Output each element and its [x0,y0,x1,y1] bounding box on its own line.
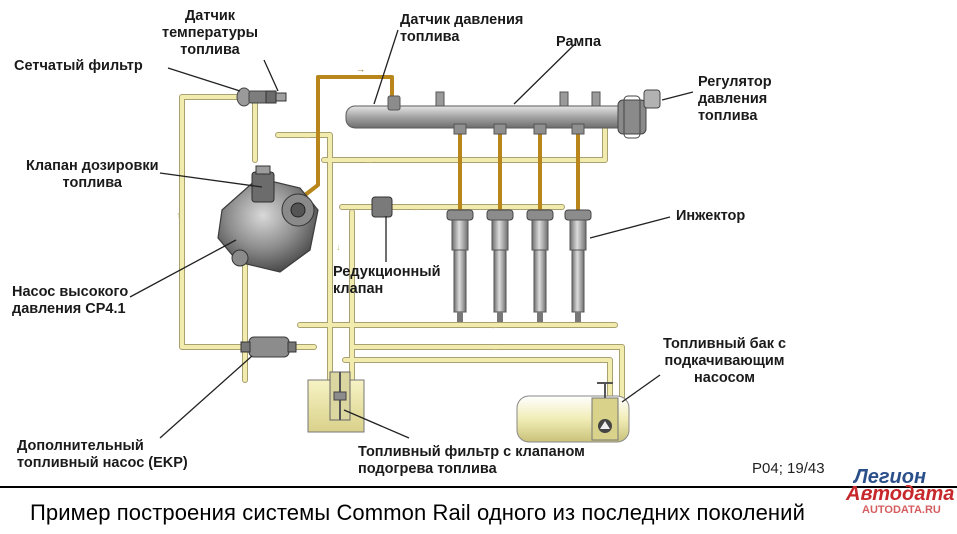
svg-text:←: ← [412,203,421,213]
caption: Пример построения системы Common Rail од… [30,500,805,525]
high-pressure-lines [303,75,580,210]
logo-line-1: Легион [854,466,927,488]
common-rail-diagram: ↑ ↓ ← ← ← ← ← → [129,29,694,443]
divider [0,486,957,488]
svg-text:←: ← [490,321,499,331]
logo-line-2: Автодата [846,483,955,505]
flow-arrows: ↑ ↓ ← ← ← ← ← → [176,64,499,353]
svg-text:←: ← [490,343,499,353]
leader-lines [129,29,694,439]
aux-fuel-pump [240,336,297,358]
label-injector: Инжектор [676,208,746,224]
watermark-logo: Легион Автодата AUTODATA.RU [832,466,955,526]
svg-text:←: ← [302,131,311,141]
label-rail: Рампа [556,34,602,50]
svg-text:↑: ↑ [176,210,181,220]
svg-text:→: → [356,64,365,74]
fuel-filter [307,371,365,433]
mesh-filter [236,87,268,107]
injectors [446,209,592,322]
fuel-rail [345,91,637,135]
temperature-sensor [265,90,287,104]
reduction-valve [371,196,393,218]
svg-text:←: ← [365,156,374,166]
fuel-tank [516,382,630,443]
svg-text:↓: ↓ [336,242,341,252]
logo-line-3: AUTODATA.RU [862,504,941,516]
page-reference: P04; 19/43 [752,460,825,477]
label-mesh-filter: Сетчатый фильтр [14,58,143,74]
high-pressure-pump [217,165,319,273]
pressure-regulator [617,89,661,139]
